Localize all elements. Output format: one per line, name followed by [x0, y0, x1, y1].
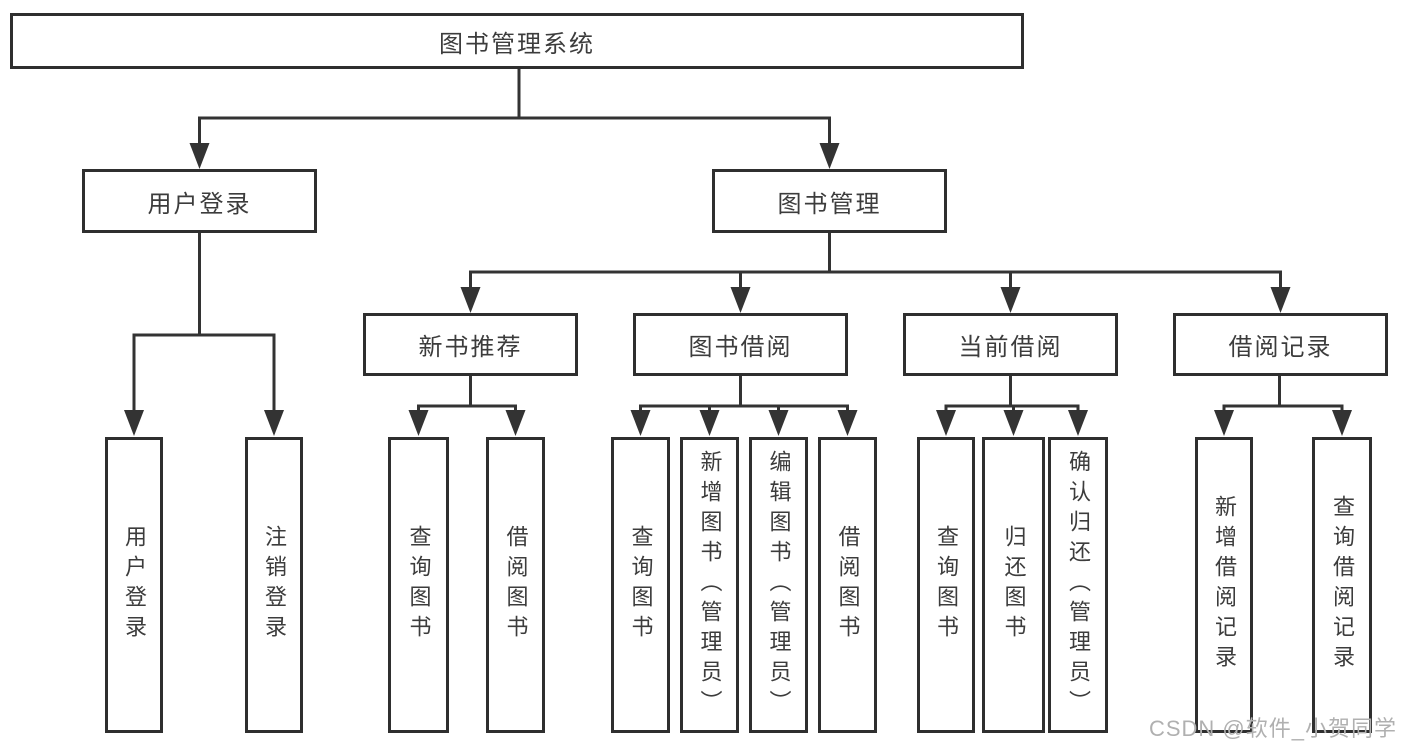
leaf-query-book-recommend: 查询图书 — [388, 437, 449, 733]
connector-new-book — [417, 376, 517, 414]
node-new-book-recommend: 新书推荐 — [363, 313, 578, 376]
leaf-edit-book-admin: 编辑图书（管理员） — [749, 437, 808, 733]
node-book-management: 图书管理 — [712, 169, 947, 233]
connector-book-management — [469, 233, 1282, 290]
leaf-user-login: 用户登录 — [105, 437, 163, 733]
connector-current-borrow — [944, 376, 1080, 414]
connector-book-borrow — [639, 376, 849, 414]
node-root-system: 图书管理系统 — [10, 13, 1024, 69]
arrowheads — [124, 143, 1352, 436]
watermark: CSDN @软件_小贺同学 — [1148, 716, 1397, 741]
leaf-return-book: 归还图书 — [982, 437, 1045, 733]
node-borrow-record: 借阅记录 — [1173, 313, 1388, 376]
leaf-query-borrow-record: 查询借阅记录 — [1312, 437, 1372, 733]
leaf-add-book-admin: 新增图书（管理员） — [680, 437, 739, 733]
leaf-logout: 注销登录 — [245, 437, 303, 733]
node-user-login: 用户登录 — [82, 169, 317, 233]
connector-borrow-record — [1222, 376, 1344, 414]
connector-root — [198, 69, 831, 146]
leaf-confirm-return-admin: 确认归还（管理员） — [1048, 437, 1108, 733]
leaf-add-borrow-record: 新增借阅记录 — [1195, 437, 1253, 733]
leaf-query-book-borrow: 查询图书 — [611, 437, 670, 733]
node-current-borrow: 当前借阅 — [903, 313, 1118, 376]
leaf-borrow-book: 借阅图书 — [818, 437, 877, 733]
leaf-borrow-book-recommend: 借阅图书 — [486, 437, 545, 733]
leaf-query-book-current: 查询图书 — [917, 437, 975, 733]
node-book-borrow: 图书借阅 — [633, 313, 848, 376]
connector-user-login — [132, 233, 276, 413]
